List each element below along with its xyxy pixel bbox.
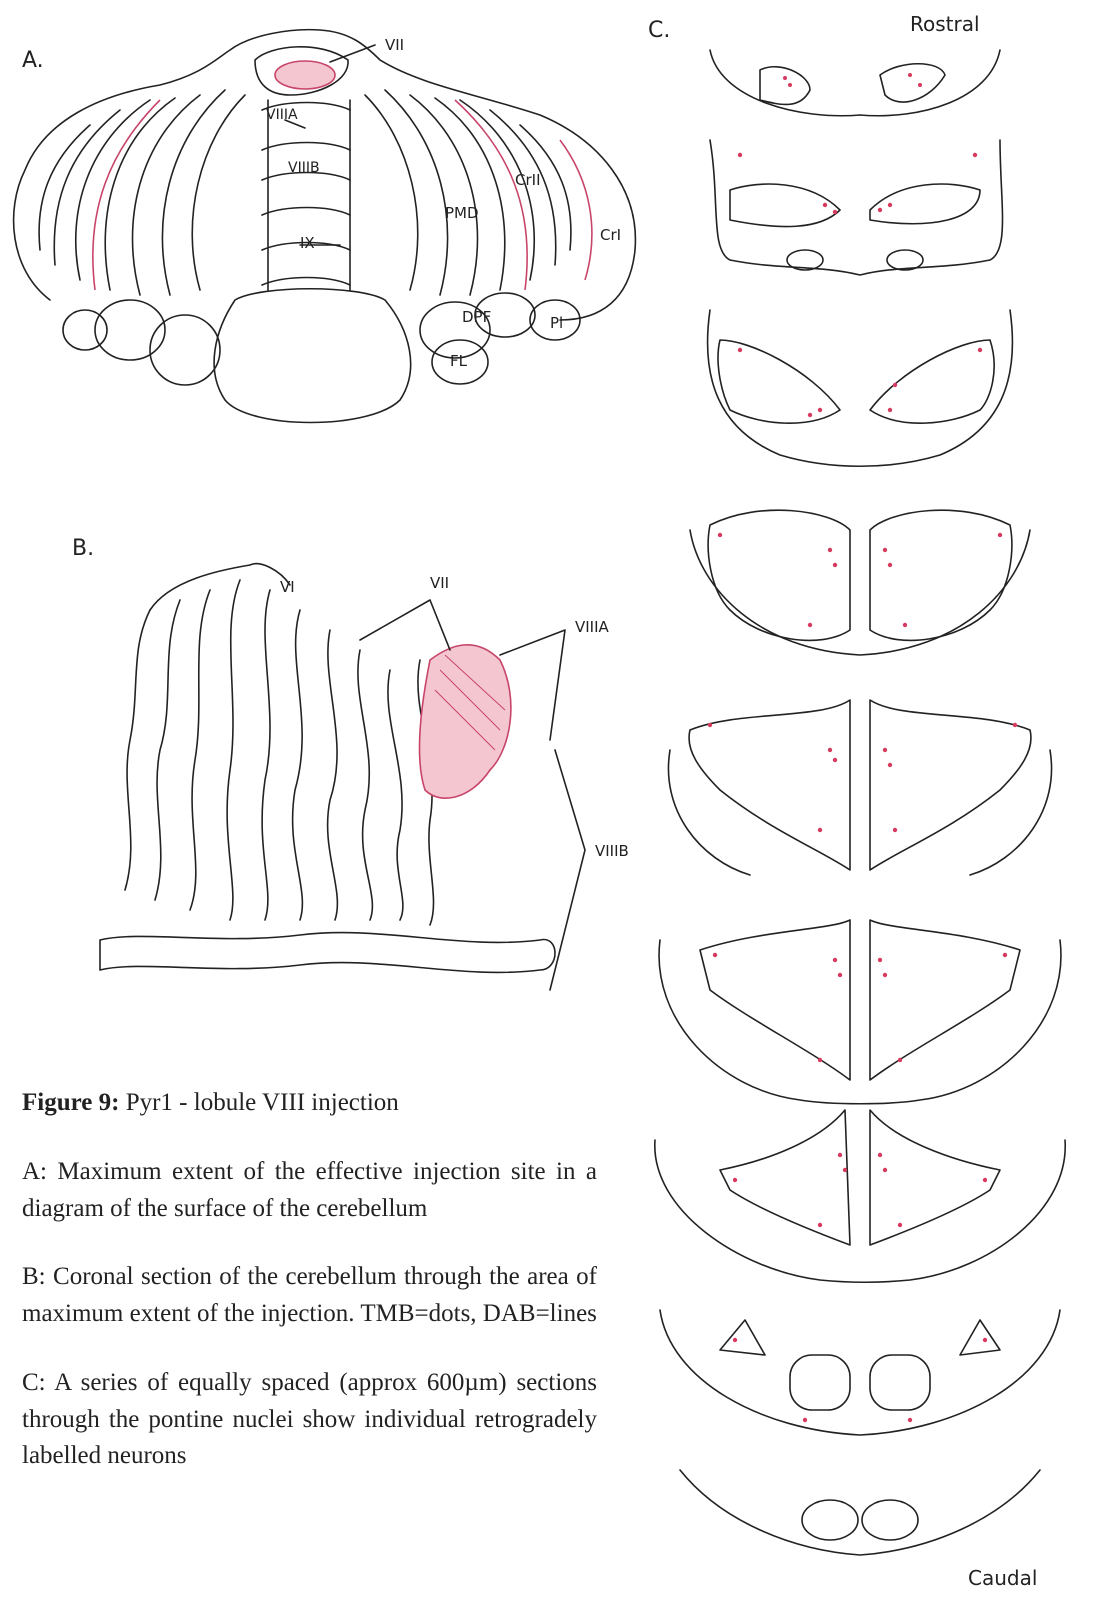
figure-caption: Figure 9: Pyr1 - lobule VIII injection A… xyxy=(22,1085,597,1475)
label-VIIIB-b: VIIIB xyxy=(595,842,629,860)
label-CrI: CrI xyxy=(600,226,621,244)
panel-b-coronal-section: VI VII VIIIA VIIIB xyxy=(80,550,660,1010)
label-IX: IX xyxy=(300,234,315,252)
label-VII: VII xyxy=(385,36,404,54)
injection-site-surface xyxy=(275,61,335,89)
section-7 xyxy=(655,1110,1065,1282)
section-6 xyxy=(659,920,1061,1104)
label-DPF: DPF xyxy=(462,308,491,326)
section-4 xyxy=(690,510,1030,655)
label-CrII: CrII xyxy=(515,171,541,189)
injection-site-section xyxy=(420,645,511,798)
section-5 xyxy=(668,700,1051,875)
label-VII-b: VII xyxy=(430,574,449,592)
caption-c: C: A series of equally spaced (approx 60… xyxy=(22,1365,597,1475)
panel-c-section-series xyxy=(640,30,1100,1600)
caption-a: A: Maximum extent of the effective injec… xyxy=(22,1154,597,1228)
section-2 xyxy=(710,140,1003,275)
panel-a-cerebellum-surface-diagram: VII VIIIA VIIIB IX CrII CrI PMD DPF FL P… xyxy=(0,0,650,470)
caption-title: Figure 9: Pyr1 - lobule VIII injection xyxy=(22,1085,597,1122)
section-8 xyxy=(660,1310,1060,1435)
section-3 xyxy=(708,310,1013,466)
label-VIIIB: VIIIB xyxy=(288,160,320,176)
caption-b: B: Coronal section of the cerebellum thr… xyxy=(22,1259,597,1333)
label-PMD: PMD xyxy=(445,204,479,222)
label-VIIIA: VIIIA xyxy=(266,107,298,123)
section-1 xyxy=(710,50,1000,116)
label-VI: VI xyxy=(280,578,295,596)
label-FL: FL xyxy=(450,352,468,370)
label-VIIIA-b: VIIIA xyxy=(575,618,610,636)
section-9 xyxy=(680,1470,1040,1555)
label-Pl: Pl xyxy=(550,314,563,332)
